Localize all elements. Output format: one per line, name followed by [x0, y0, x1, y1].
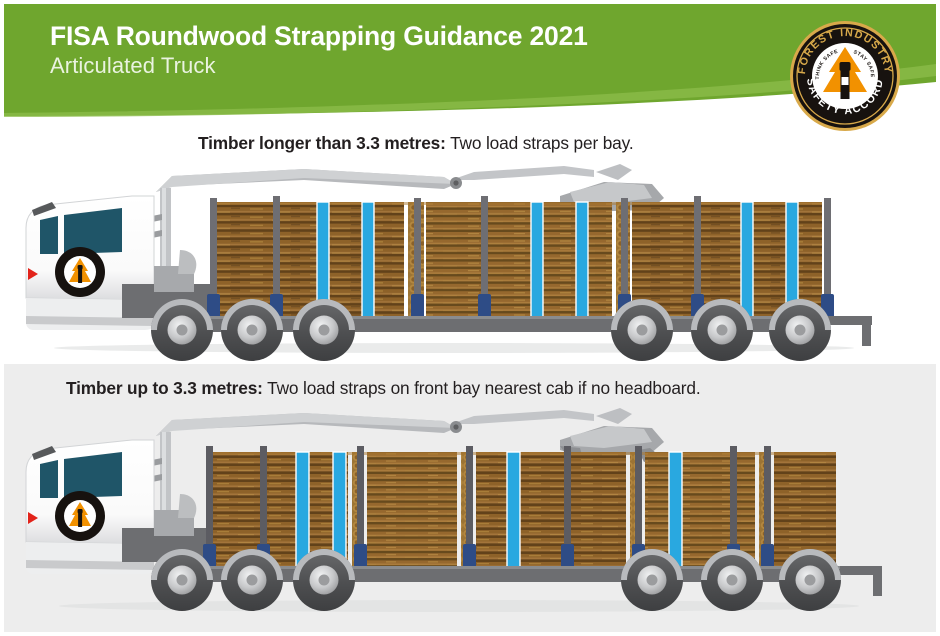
caption-short-timber-bold: Timber up to 3.3 metres:: [66, 378, 263, 398]
wheel: [221, 549, 283, 611]
page-title: FISA Roundwood Strapping Guidance 2021: [50, 21, 588, 51]
caption-long-timber-rest: Two load straps per bay.: [445, 133, 634, 153]
log-bay-5: [774, 452, 836, 566]
cab-door-logo: [55, 247, 105, 297]
stanchion: [561, 446, 574, 570]
panel-long-timber: Timber longer than 3.3 metres: Two load …: [4, 122, 936, 364]
load-strap: [668, 451, 683, 571]
load-strap: [740, 201, 754, 321]
log-load-top: [216, 202, 822, 316]
header-text-block: FISA Roundwood Strapping Guidance 2021 A…: [50, 20, 588, 80]
cab-side-window: [40, 460, 58, 498]
wheel: [293, 299, 355, 361]
wheel: [779, 549, 841, 611]
load-straps-top: [316, 201, 799, 321]
log-bay-3: [476, 452, 626, 566]
stanchion: [821, 198, 834, 320]
load-straps-bottom: [295, 451, 683, 571]
cab-windscreen: [64, 208, 122, 254]
truck-cab: [25, 439, 242, 574]
cab-door-logo: [55, 491, 105, 541]
wheel: [151, 549, 213, 611]
wheels-top: [151, 299, 831, 361]
cab-side-window: [40, 216, 58, 254]
cab-marker-triangle: [28, 268, 38, 280]
wheel: [221, 299, 283, 361]
log-bay-1: [216, 202, 404, 316]
stanchion: [463, 446, 476, 570]
wheel: [701, 549, 763, 611]
stanchion: [478, 196, 491, 320]
wheel: [621, 549, 683, 611]
fisa-logo: FOREST INDUSTRY SAFETY ACCORD THINK SAFE…: [789, 20, 901, 132]
panel-short-timber: Timber up to 3.3 metres: Two load straps…: [4, 364, 936, 632]
wheel: [611, 299, 673, 361]
stanchion: [411, 198, 424, 320]
logo-inner-gold-line: [796, 27, 894, 125]
load-strap: [361, 201, 375, 321]
stanchion: [354, 446, 367, 570]
load-strap: [506, 451, 521, 571]
cab-windscreen: [64, 452, 122, 498]
load-strap: [295, 451, 310, 571]
wheel: [769, 299, 831, 361]
illustration-long-timber-truck: [4, 158, 936, 364]
caption-short-timber: Timber up to 3.3 metres: Two load straps…: [66, 378, 701, 399]
log-bay-2: [367, 452, 457, 566]
page-subtitle: Articulated Truck: [50, 53, 216, 78]
illustration-short-timber-truck: [4, 402, 936, 632]
load-strap: [575, 201, 589, 321]
header-green-shape: [4, 4, 936, 117]
wheels-bottom: [151, 549, 841, 611]
wheel: [691, 299, 753, 361]
load-strap: [530, 201, 544, 321]
stanchion: [207, 198, 220, 320]
header-swoosh: [4, 64, 936, 117]
log-bay-1: [212, 452, 348, 566]
wheel: [293, 549, 355, 611]
stanchions-top: [207, 196, 834, 320]
stanchion: [761, 446, 774, 570]
cab-marker-triangle: [28, 512, 38, 524]
caption-short-timber-rest: Two load straps on front bay nearest cab…: [262, 378, 701, 398]
caption-long-timber-bold: Timber longer than 3.3 metres:: [198, 133, 446, 153]
caption-long-timber: Timber longer than 3.3 metres: Two load …: [198, 133, 634, 154]
header-banner: FISA Roundwood Strapping Guidance 2021 A…: [4, 4, 936, 124]
logo-figure-icon: [839, 62, 851, 99]
wheel: [151, 299, 213, 361]
